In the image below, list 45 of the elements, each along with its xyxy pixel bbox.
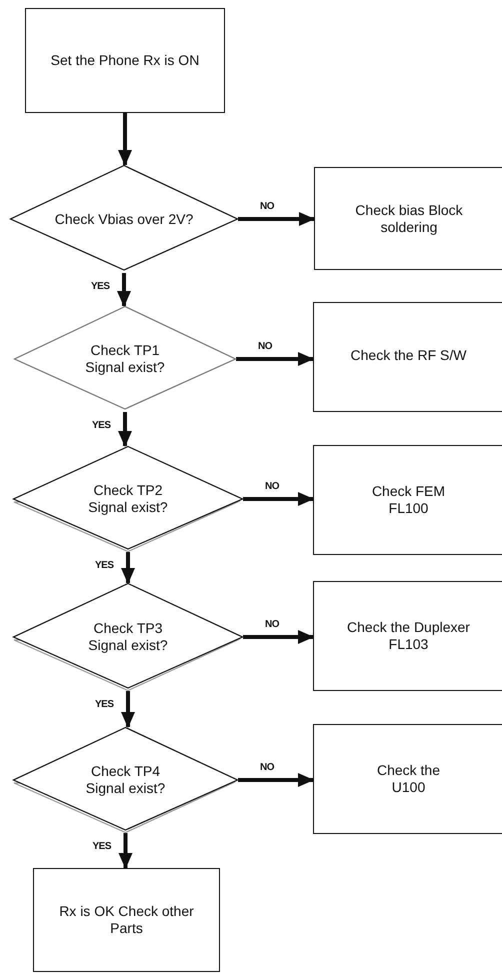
- decision-diamond: [13, 446, 243, 552]
- edge-label: YES: [91, 420, 112, 431]
- node-text: Check TP4 Signal exist?: [84, 763, 166, 797]
- process-box: [25, 8, 225, 113]
- process-box: [314, 167, 502, 270]
- node-text: Check the Duplexer FL103: [346, 619, 471, 653]
- edge-label: YES: [90, 281, 111, 292]
- decision-diamond: [14, 306, 236, 412]
- arrow: [118, 412, 132, 447]
- decision-diamond: [10, 165, 238, 273]
- edge-label: YES: [94, 699, 115, 710]
- arrow: [118, 833, 132, 869]
- arrow: [121, 552, 135, 584]
- arrow: [121, 691, 135, 728]
- arrow: [243, 492, 314, 506]
- edge-label: YES: [92, 841, 112, 852]
- node-text: Check TP1 Signal exist?: [84, 342, 166, 376]
- process-box: [33, 868, 220, 972]
- edge-label: NO: [257, 341, 273, 352]
- node-text: Check TP3 Signal exist?: [87, 620, 169, 654]
- node-text: Check FEM FL100: [370, 483, 446, 517]
- decision-diamond: [13, 727, 238, 833]
- decision-diamond: [13, 583, 243, 691]
- node-text: Set the Phone Rx is ON: [50, 52, 200, 69]
- arrow: [243, 630, 314, 644]
- edge-label: YES: [94, 560, 115, 571]
- process-box: [313, 445, 502, 555]
- edge-label: NO: [259, 201, 275, 212]
- process-box: [313, 302, 502, 412]
- arrow: [238, 212, 315, 226]
- node-text: Check the RF S/W: [350, 347, 466, 364]
- edge-label: NO: [264, 481, 280, 492]
- node-text: Check the U100: [376, 762, 442, 796]
- node-text: Check TP2 Signal exist?: [87, 482, 169, 516]
- node-text: Check Vbias over 2V?: [54, 210, 194, 228]
- process-box: [313, 581, 502, 691]
- arrow: [236, 352, 314, 366]
- edge-label: NO: [259, 762, 275, 773]
- process-box: [313, 724, 502, 834]
- node-text: Check bias Block soldering: [354, 202, 464, 236]
- node-text: Rx is OK Check other Parts: [59, 903, 194, 937]
- arrow: [238, 773, 314, 787]
- arrow: [118, 113, 132, 166]
- edge-label: NO: [264, 619, 280, 630]
- arrow: [117, 273, 131, 307]
